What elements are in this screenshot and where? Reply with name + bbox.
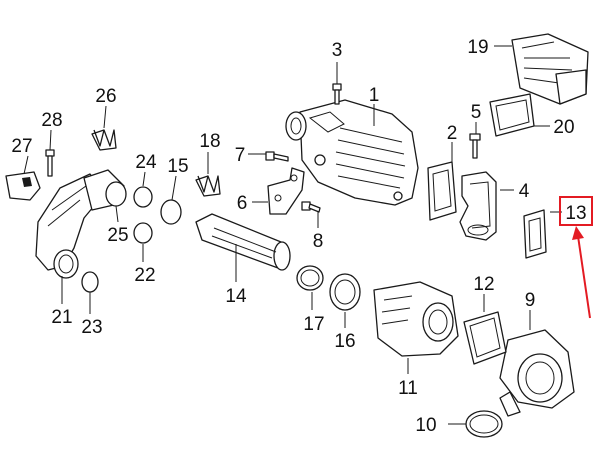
leader-lines — [23, 45, 562, 425]
callout-20: 20 — [553, 117, 574, 138]
part-22-o-ring — [133, 222, 153, 244]
callout-17: 17 — [303, 314, 324, 335]
callout-16: 16 — [334, 331, 355, 352]
part-12-gasket — [463, 311, 507, 365]
highlight-box — [559, 196, 593, 226]
part-13-gasket — [523, 209, 547, 259]
highlight-callout-13 — [559, 196, 593, 319]
callout-10: 10 — [415, 415, 436, 436]
callout-25: 25 — [107, 225, 128, 246]
part-11-intake-housing — [373, 281, 459, 357]
part-20-gasket — [489, 93, 535, 137]
callout-18: 18 — [199, 131, 220, 152]
part-18-clip — [195, 175, 221, 197]
part-15-o-ring — [160, 199, 182, 225]
part-16-coupler — [329, 273, 361, 311]
callout-3: 3 — [332, 40, 343, 61]
callout-4: 4 — [519, 181, 530, 202]
callout-22: 22 — [134, 265, 155, 286]
callout-19: 19 — [467, 37, 488, 58]
part-19-air-box — [511, 33, 589, 105]
part-6-bracket — [267, 167, 305, 215]
callout-14: 14 — [225, 286, 247, 307]
callout-26: 26 — [95, 86, 116, 107]
callout-21: 21 — [51, 307, 72, 328]
callout-numbers: 1 2 3 4 5 6 7 8 9 10 11 12 13 14 15 16 1… — [11, 37, 586, 436]
callout-11: 11 — [398, 378, 418, 399]
callout-1: 1 — [369, 85, 380, 106]
callout-24: 24 — [135, 152, 157, 173]
part-26-clip — [91, 129, 117, 151]
callout-27: 27 — [11, 136, 32, 157]
callout-5: 5 — [471, 102, 482, 123]
highlight-arrow-head — [572, 226, 584, 240]
part-23-o-ring — [81, 271, 99, 293]
callout-28: 28 — [41, 110, 62, 131]
callout-7: 7 — [235, 145, 246, 166]
part-27-sensor — [5, 171, 41, 201]
callout-13: 13 — [565, 203, 586, 224]
part-24-o-ring — [133, 186, 153, 208]
part-5-bolt — [469, 133, 481, 159]
part-10-clamp — [465, 410, 503, 438]
callout-23: 23 — [81, 317, 102, 338]
callout-8: 8 — [313, 231, 324, 252]
part-14-duct — [195, 213, 291, 271]
callout-9: 9 — [525, 290, 536, 311]
callout-15: 15 — [167, 156, 188, 177]
callout-6: 6 — [237, 193, 248, 214]
part-25-coupler — [83, 169, 127, 211]
part-9-throttle-body — [499, 329, 575, 417]
part-7-bolt — [265, 151, 289, 162]
part-3-bolt — [332, 83, 342, 105]
part-8-bolt — [301, 201, 321, 213]
part-1-supercharger — [285, 99, 419, 206]
part-2-gasket — [427, 161, 457, 221]
part-21-intake-pipe — [35, 173, 105, 279]
callout-12: 12 — [473, 274, 494, 295]
highlight-arrow-line — [577, 235, 591, 319]
callout-2: 2 — [447, 123, 458, 144]
part-28-screw — [45, 149, 55, 177]
part-17-clamp — [296, 265, 324, 291]
part-4-housing — [459, 171, 497, 241]
